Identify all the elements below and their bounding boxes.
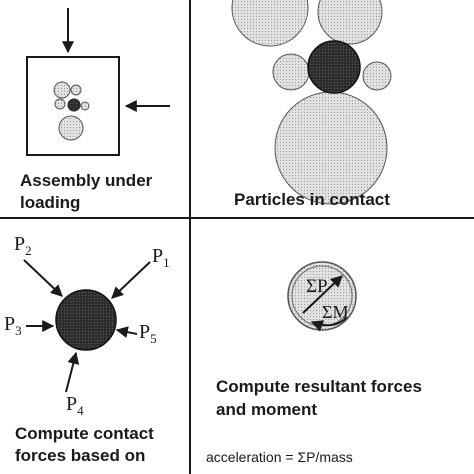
particle-large-top xyxy=(231,0,309,47)
caption-assembly-line1: Assembly under xyxy=(20,171,153,190)
label-p3: P3 xyxy=(4,313,22,338)
particle-left xyxy=(272,53,310,91)
label-p1: P1 xyxy=(152,245,170,270)
particle-small-right xyxy=(362,61,392,91)
contact-forces-panel: P1 P2 P3 P4 P5 xyxy=(4,233,170,418)
assembly-particle-dark xyxy=(67,98,81,112)
assembly-particle xyxy=(70,84,82,96)
caption-contact-line1: Compute contact xyxy=(15,424,154,443)
assembly-box xyxy=(26,56,120,156)
assembly-panel xyxy=(26,8,170,156)
moment-arrow xyxy=(310,317,347,332)
force-arrow-p5 xyxy=(115,326,138,339)
resultant-panel: ΣP ΣM xyxy=(287,261,357,332)
acceleration-equation: acceleration = ΣP/mass xyxy=(206,449,353,465)
caption-assembly-line2: loading xyxy=(20,193,81,212)
assembly-particle xyxy=(54,98,66,110)
assembly-particle xyxy=(80,101,90,111)
force-arrow-p2 xyxy=(23,259,63,297)
caption-contact-line2: forces based on xyxy=(15,446,146,465)
sum-p-label: ΣP xyxy=(306,276,328,297)
label-p5: P5 xyxy=(139,321,157,346)
particle-dark-center xyxy=(307,40,361,94)
label-p2: P2 xyxy=(14,233,32,258)
assembly-particle xyxy=(58,115,84,141)
force-arrow-p4 xyxy=(65,351,80,393)
caption-resultant-line1: Compute resultant forces xyxy=(216,377,422,396)
resultant-force-arrow xyxy=(302,275,343,314)
assembly-particle xyxy=(53,81,71,99)
particle-force-center xyxy=(55,289,117,351)
label-p4: P4 xyxy=(66,393,84,418)
particles-panel xyxy=(231,0,392,205)
sum-m-label: ΣM xyxy=(322,302,348,322)
particle-large-bottom xyxy=(274,91,388,205)
force-arrow-p1 xyxy=(111,261,151,299)
caption-particles-in-contact: Particles in contact xyxy=(234,190,390,209)
caption-resultant-line2: and moment xyxy=(216,400,318,419)
particle-right-top xyxy=(317,0,383,45)
